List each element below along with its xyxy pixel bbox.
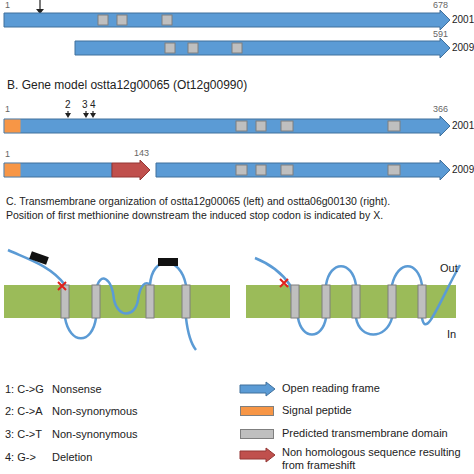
signal-peptide [5, 120, 21, 133]
legend-swatch [240, 406, 274, 416]
legend-text: Open reading frame [282, 382, 472, 395]
position-number: 366 [433, 104, 448, 114]
mutation-code: 1: C->G [5, 383, 44, 396]
legend-orf-arrow [240, 382, 275, 396]
tm-domain [281, 121, 293, 131]
tm-segment [322, 285, 330, 318]
position-number: 678 [433, 0, 448, 10]
protein-chain [255, 258, 460, 335]
section-heading: B. Gene model ostta12g00065 (Ot12g00990) [7, 79, 247, 93]
protein-chain [8, 250, 196, 350]
legend-frameshift-arrow [240, 448, 275, 462]
mutation-arrowhead [83, 113, 89, 118]
tm-domain [165, 43, 175, 53]
section-heading: C. Transmembrane organization of ostta12… [6, 195, 390, 207]
tm-domain [236, 165, 247, 175]
tm-domain [256, 165, 266, 175]
membrane [246, 285, 456, 318]
tm-domain [232, 43, 242, 53]
legend-text: Signal peptide [282, 404, 472, 417]
signal-block [158, 258, 178, 266]
tm-segment [291, 285, 299, 318]
callout-number: 4 [90, 99, 96, 111]
year-label: 2001 [452, 120, 474, 132]
mutation-code: 3: C->T [5, 428, 42, 441]
mutation-type: Nonsense [52, 383, 102, 396]
year-label: 2001 [452, 14, 474, 26]
tm-domain [256, 121, 266, 131]
tm-segment [146, 285, 154, 318]
position-number: 591 [433, 29, 448, 39]
mutation-type: Deletion [52, 451, 92, 464]
year-label: 2009 [452, 42, 474, 54]
caption-line: Position of first methionine downstream … [6, 209, 383, 221]
tm-segment [388, 285, 396, 318]
orf-arrow [4, 116, 450, 136]
tm-segment [182, 285, 190, 318]
tm-domain [188, 43, 198, 53]
position-number: 1 [5, 0, 10, 10]
tm-domain [117, 15, 127, 25]
tm-segment [352, 285, 360, 318]
tm-segment [418, 285, 426, 318]
mutation-code: 2: C->A [5, 405, 43, 418]
stop-marker [280, 279, 288, 287]
tm-domain [98, 15, 108, 25]
tm-domain [388, 165, 400, 175]
year-label: 2009 [452, 164, 474, 176]
tm-domain [236, 121, 247, 131]
side-label: Out [440, 262, 458, 275]
frameshift-arrow [112, 160, 150, 180]
tm-domain [388, 121, 400, 131]
legend-swatch [240, 429, 274, 439]
position-number: 143 [134, 148, 149, 158]
signal-block [29, 251, 49, 265]
mutation-arrowhead [90, 113, 96, 118]
mutation-type: Non-synonymous [52, 405, 138, 418]
orf-arrow [75, 38, 450, 58]
mutation-type: Non-synonymous [52, 428, 138, 441]
callout-number: 2 [65, 99, 71, 111]
callout-number: 3 [82, 99, 88, 111]
orf-arrow [4, 163, 112, 177]
tm-segment [92, 285, 100, 318]
orf-arrow [156, 160, 450, 180]
legend-text: Predicted transmembrane domain [282, 427, 472, 440]
mutation-arrow [39, 0, 40, 10]
position-number: 1 [5, 104, 10, 114]
signal-peptide [5, 164, 21, 177]
tm-domain [162, 15, 172, 25]
legend-text: Non homologous sequence resulting from f… [282, 446, 472, 472]
position-number: 1 [5, 149, 10, 159]
membrane [4, 285, 230, 318]
mutation-code: 4: G-> [5, 451, 36, 464]
stop-marker [58, 282, 66, 290]
mutation-arrowhead [65, 113, 71, 118]
orf-arrow [4, 10, 450, 30]
side-label: In [447, 328, 456, 341]
tm-domain [281, 165, 293, 175]
